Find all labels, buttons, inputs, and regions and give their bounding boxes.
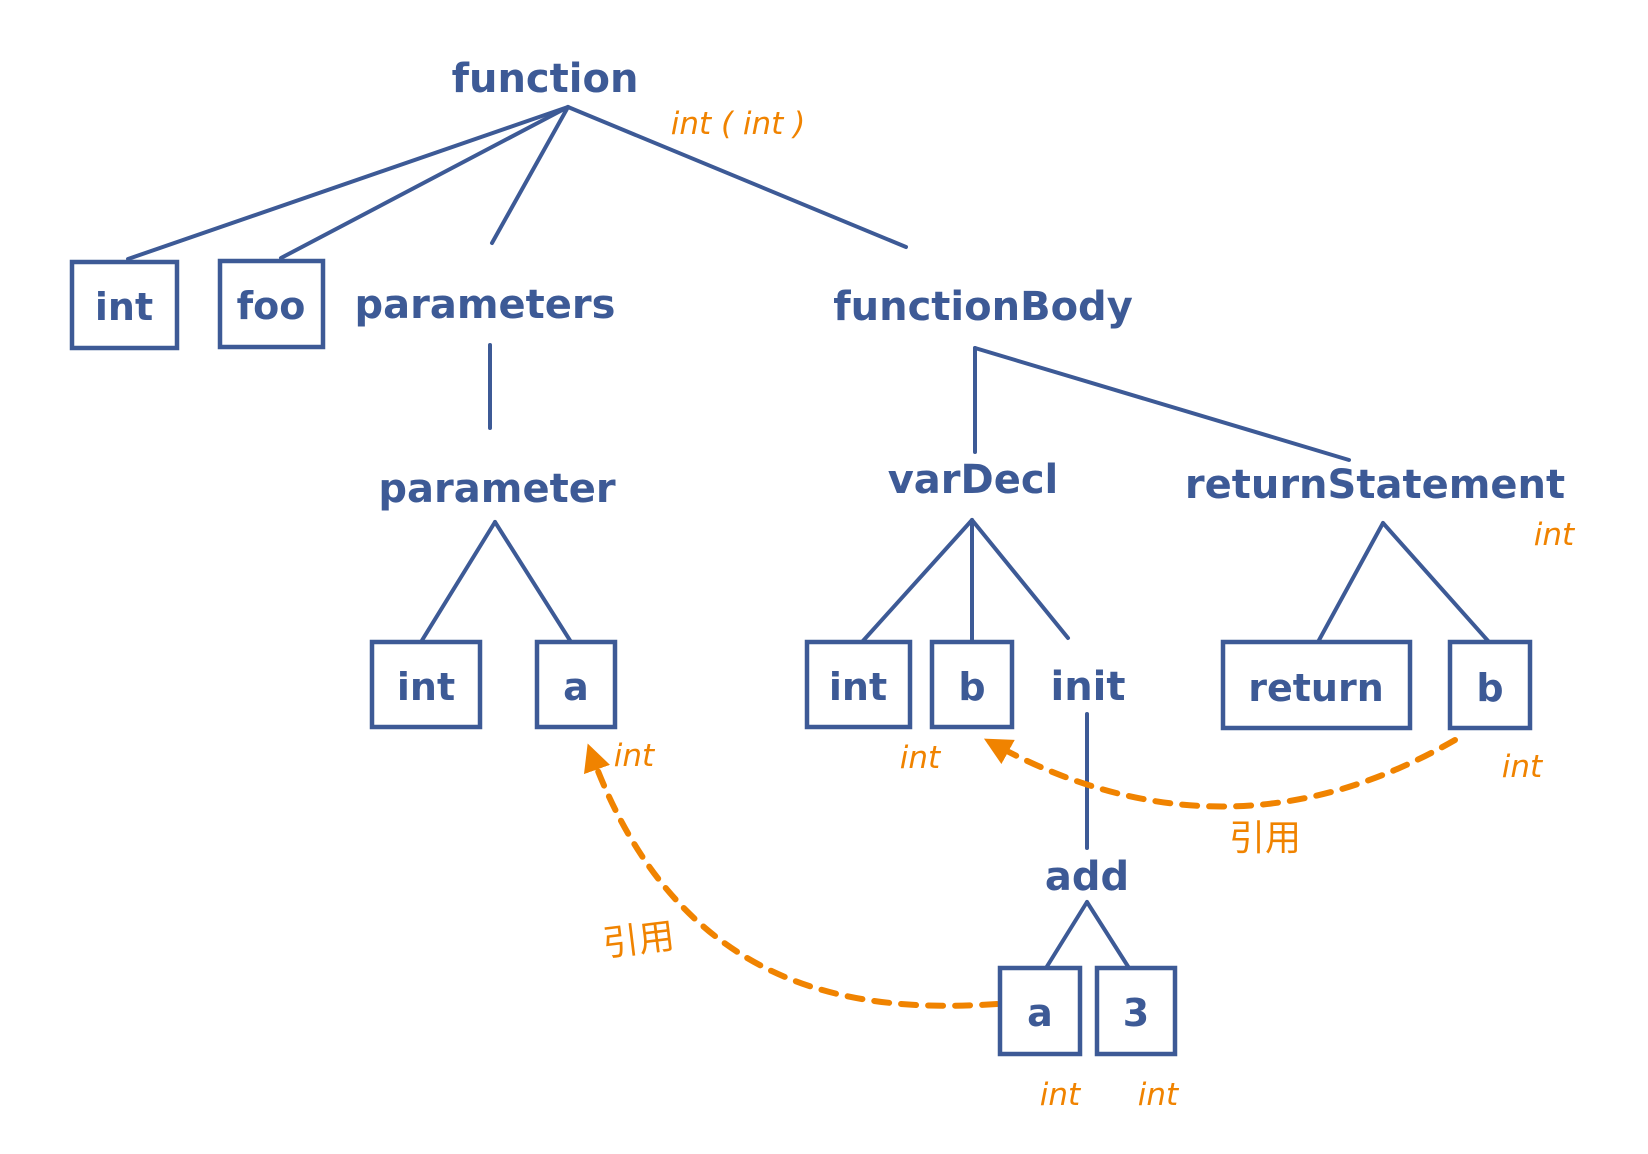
box-return-type-label: int — [95, 285, 153, 329]
box-return-value — [1447, 639, 1533, 731]
param-name-type-annotation: int — [614, 738, 656, 774]
function-type-annotation: int ( int ) — [671, 106, 806, 142]
box-var-type-label: int — [829, 665, 887, 709]
reference-arrow-returnvalue-to-vardecl-b — [983, 737, 1458, 810]
edge-functionbody-to-returnstatement — [973, 346, 1351, 462]
tree-edges — [126, 105, 1491, 970]
node-returnstatement-label: returnStatement — [1185, 462, 1565, 508]
return-value-type-annotation: int — [1502, 749, 1544, 785]
reference-arrow-addoperand-to-param-a — [583, 743, 1000, 1009]
edge-function-to-functionbody — [566, 105, 908, 249]
edge-returnstatement-to-return — [1316, 521, 1385, 644]
node-function-label: function — [452, 56, 639, 102]
box-add-right-operand-label: 3 — [1123, 991, 1149, 1035]
reference-label-add-to-param: 引用 — [600, 916, 676, 965]
edge-function-to-parameters — [490, 105, 570, 245]
box-return-type — [69, 259, 180, 351]
box-add-left-operand-label: a — [1027, 991, 1053, 1035]
edge-parameter-to-a — [493, 520, 573, 644]
edge-vardecl-to-init — [970, 518, 1070, 640]
add-left-operand-type-annotation: int — [1040, 1077, 1082, 1113]
box-return-keyword-label: return — [1248, 666, 1384, 710]
edge-vardecl-to-int — [860, 518, 974, 644]
edge-add-to-a — [1044, 900, 1089, 970]
reference-label-return-to-var: 引用 — [1229, 818, 1301, 859]
add-right-operand-type-annotation: int — [1138, 1077, 1180, 1113]
edge-parameter-to-int — [419, 520, 497, 644]
box-param-name-label: a — [563, 665, 589, 709]
edge-add-to-3 — [1085, 900, 1131, 970]
box-function-name — [217, 258, 326, 350]
box-return-keyword — [1220, 639, 1413, 731]
reference-edges — [583, 737, 1458, 1009]
box-var-name-label: b — [958, 665, 985, 709]
box-function-name-label: foo — [237, 284, 306, 328]
node-functionbody-label: functionBody — [833, 284, 1133, 330]
box-param-name — [534, 639, 618, 730]
node-init-label: init — [1050, 664, 1125, 710]
box-add-left-operand — [997, 965, 1083, 1057]
node-vardecl-label: varDecl — [888, 457, 1059, 503]
returnstatement-type-annotation: int — [1534, 517, 1576, 553]
box-var-type — [804, 639, 913, 730]
edge-function-to-foo — [279, 105, 570, 260]
edge-function-to-int — [126, 105, 570, 261]
node-parameters-label: parameters — [355, 282, 616, 328]
var-name-type-annotation: int — [900, 740, 942, 776]
box-param-type-label: int — [397, 665, 455, 709]
node-parameter-label: parameter — [378, 466, 615, 512]
box-var-name — [929, 639, 1015, 730]
edge-returnstatement-to-b — [1381, 521, 1491, 644]
box-param-type — [369, 639, 483, 730]
box-add-right-operand — [1094, 965, 1178, 1057]
node-add-label: add — [1045, 854, 1129, 900]
box-return-value-label: b — [1476, 666, 1503, 710]
